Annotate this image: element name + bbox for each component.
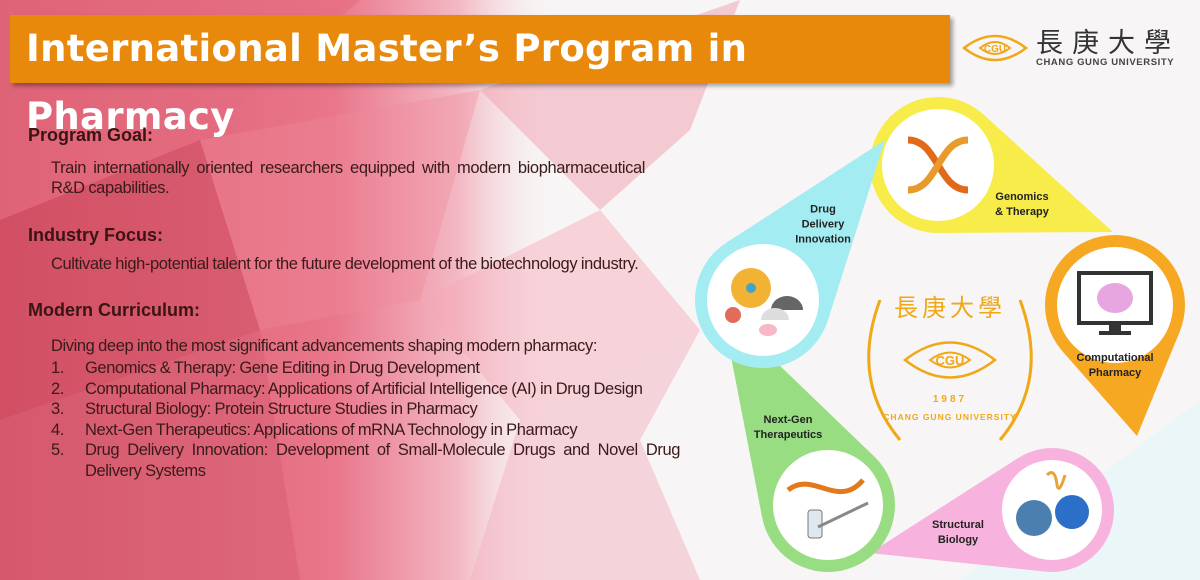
curriculum-item: 2. Computational Pharmacy: Applications o… xyxy=(51,379,680,400)
item-number: 3. xyxy=(51,400,64,418)
university-logo: CGU 長庚大學 CHANG GUNG UNIVERSITY xyxy=(962,28,1180,68)
logo-emblem-text: CGU xyxy=(984,44,1006,55)
item-text: Drug Delivery Innovation: Development of… xyxy=(85,441,680,480)
curriculum-intro: Diving deep into the most significant ad… xyxy=(51,337,598,355)
logo-english-name: CHANG GUNG UNIVERSITY xyxy=(1036,56,1175,68)
curriculum-item: 5. Drug Delivery Innovation: Development … xyxy=(51,440,680,481)
curriculum-item: 3. Structural Biology: Protein Structure … xyxy=(51,399,680,420)
curriculum-item: 4. Next-Gen Therapeutics: Applications of… xyxy=(51,420,680,441)
page-title: International Master’s Program in Pharma… xyxy=(10,15,950,138)
dna-icon-art xyxy=(907,136,969,194)
seal-emblem: CGU xyxy=(936,353,965,368)
pin-0 xyxy=(870,97,1113,233)
industry-focus-text: Cultivate high-potential talent for the … xyxy=(51,255,639,273)
nanoparticle-icon-art xyxy=(725,268,803,336)
item-number: 5. xyxy=(51,441,64,459)
industry-focus-heading: Industry Focus: xyxy=(28,225,164,245)
protein-icon-art xyxy=(1016,471,1089,536)
pin-tail xyxy=(726,140,885,321)
protein-icon xyxy=(1002,460,1102,560)
mrna-syringe-icon-art xyxy=(786,478,869,539)
item-text: Genomics & Therapy: Gene Editing in Drug… xyxy=(85,359,480,377)
item-text: Computational Pharmacy: Applications of … xyxy=(85,379,643,398)
item-text: Next-Gen Therapeutics: Applications of m… xyxy=(85,420,578,439)
pin-1 xyxy=(1045,235,1185,436)
program-description: Program Goal: Train internationally orie… xyxy=(28,124,680,481)
item-number: 2. xyxy=(51,379,64,398)
seal-english-name: CHANG GUNG UNIVERSITY xyxy=(883,412,1016,422)
pin-label: Genomics& Therapy xyxy=(995,191,1049,218)
curriculum-list: 1. Genomics & Therapy: Gene Editing in Dr… xyxy=(51,358,680,481)
item-number: 4. xyxy=(51,420,64,439)
logo-chinese-name: 長庚大學 xyxy=(1036,27,1180,58)
item-text: Structural Biology: Protein Structure St… xyxy=(85,400,478,418)
curriculum-heading: Modern Curriculum: xyxy=(28,300,201,320)
cgu-emblem-icon: CGU xyxy=(962,34,1028,62)
curriculum-item: 1. Genomics & Therapy: Gene Editing in Dr… xyxy=(51,358,680,379)
program-goal-text: Train internationally oriented researche… xyxy=(51,159,645,197)
computer-brain-icon-art xyxy=(1077,271,1153,335)
pin-2 xyxy=(870,448,1114,572)
seal-year: 1987 xyxy=(933,394,967,405)
pin-4 xyxy=(695,140,885,368)
program-goal-heading: Program Goal: xyxy=(28,125,154,145)
item-number: 1. xyxy=(51,359,64,377)
university-seal: CGU 長庚大學 1987 CHANG GUNG UNIVERSITY xyxy=(867,295,1033,441)
seal-chinese-name: 長庚大學 xyxy=(894,295,1006,322)
mrna-syringe-icon xyxy=(773,450,883,560)
